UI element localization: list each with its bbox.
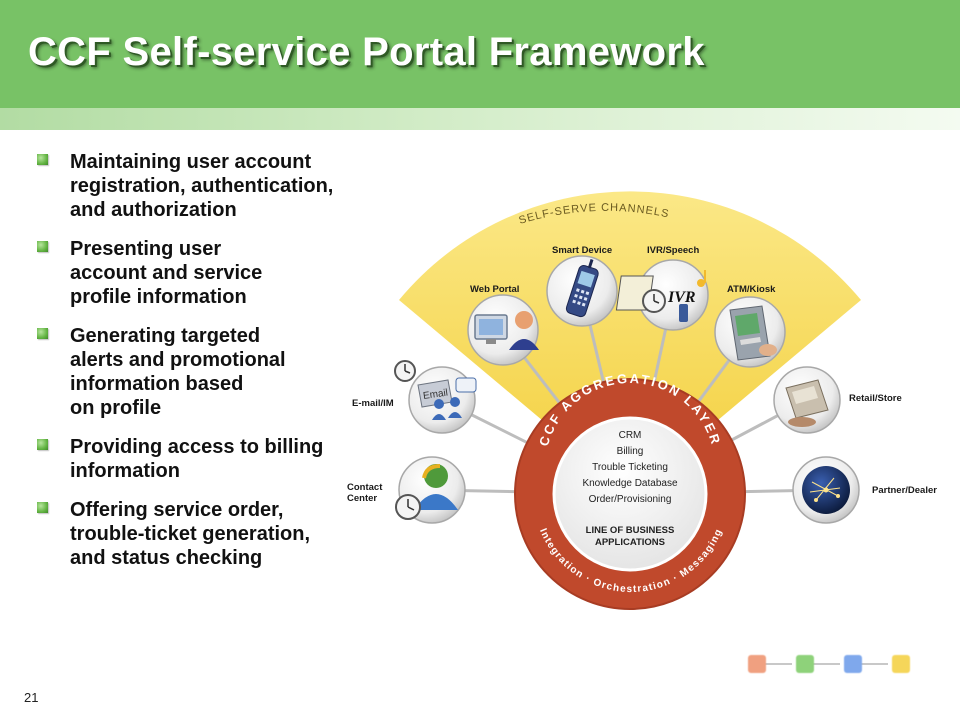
agent-body-icon bbox=[414, 494, 458, 510]
bullet-square-icon bbox=[37, 241, 48, 252]
ivr-icon-text: IVR bbox=[667, 289, 696, 306]
core-footer-line2: APPLICATIONS bbox=[595, 537, 665, 548]
core-item: Knowledge Database bbox=[582, 478, 678, 489]
node-contact-center bbox=[395, 456, 466, 524]
core-disc bbox=[552, 416, 708, 572]
label-smart-device: Smart Device bbox=[552, 245, 612, 256]
slide-title: CCF Self-service Portal Framework bbox=[28, 30, 705, 74]
node-atm-kiosk bbox=[714, 296, 786, 368]
bullet-text: Maintaining user account registration, a… bbox=[70, 151, 334, 221]
channels-fan bbox=[399, 191, 861, 494]
page-number: 21 bbox=[24, 690, 39, 705]
bullet-square-icon bbox=[37, 502, 48, 513]
header-band bbox=[0, 0, 960, 108]
bullet-list: Maintaining user account registration, a… bbox=[34, 150, 404, 585]
node-ivr-speech: IVR bbox=[615, 259, 709, 331]
bullet-text: Providing access to billing information bbox=[70, 436, 324, 482]
bullet-item: Presenting user account and service prof… bbox=[34, 237, 404, 309]
nav-dot bbox=[844, 655, 862, 673]
node-web-portal bbox=[467, 294, 539, 366]
bullet-square-icon bbox=[37, 328, 48, 339]
bullet-square-icon bbox=[37, 439, 48, 450]
nav-connector bbox=[812, 663, 840, 665]
email-icon-text: Email bbox=[422, 388, 448, 402]
bullet-text: Presenting user account and service prof… bbox=[70, 238, 263, 308]
chat-bubble-icon bbox=[455, 377, 477, 393]
bullet-item: Providing access to billing information bbox=[34, 435, 404, 483]
im-user-icon bbox=[432, 414, 446, 420]
node-retail-store bbox=[773, 366, 841, 434]
slide-nav-decoration bbox=[746, 652, 916, 676]
headset-icon bbox=[422, 464, 441, 479]
core-footer-line1: LINE OF BUSINESS bbox=[586, 525, 675, 536]
user-head-icon bbox=[515, 311, 533, 329]
nav-dot bbox=[748, 655, 766, 673]
label-ivr-speech: IVR/Speech bbox=[647, 245, 699, 256]
core-item: Billing bbox=[617, 446, 644, 457]
core-item: Order/Provisioning bbox=[589, 494, 672, 505]
node-email-im: Email bbox=[394, 360, 477, 434]
label-contact-center-line1: Contact bbox=[347, 482, 383, 493]
label-partner-dealer: Partner/Dealer bbox=[872, 485, 937, 496]
user-body-icon bbox=[509, 339, 539, 350]
node-partner-dealer bbox=[792, 456, 860, 524]
bullet-text: Offering service order, trouble-ticket g… bbox=[70, 499, 311, 569]
header-fade-strip bbox=[0, 108, 960, 130]
nav-connector bbox=[764, 663, 792, 665]
bullet-item: Maintaining user account registration, a… bbox=[34, 150, 404, 222]
bullet-item: Offering service order, trouble-ticket g… bbox=[34, 498, 404, 570]
label-retail-store: Retail/Store bbox=[849, 393, 902, 404]
label-email-im: E-mail/IM bbox=[352, 398, 394, 409]
bullet-text: Generating targeted alerts and promotion… bbox=[70, 325, 286, 419]
phone-icon bbox=[565, 259, 599, 318]
nav-connector bbox=[860, 663, 888, 665]
label-atm-kiosk: ATM/Kiosk bbox=[727, 284, 776, 295]
nav-dot bbox=[796, 655, 814, 673]
bullet-square-icon bbox=[37, 154, 48, 165]
bullet-item: Generating targeted alerts and promotion… bbox=[34, 324, 404, 420]
core-item: CRM bbox=[619, 430, 642, 441]
node-smart-device bbox=[546, 255, 618, 327]
hand-icon bbox=[759, 344, 777, 356]
label-web-portal: Web Portal bbox=[470, 284, 519, 295]
nav-dot bbox=[892, 655, 910, 673]
music-note-icon bbox=[697, 279, 705, 287]
label-contact-center-line2: Center bbox=[347, 493, 377, 504]
core-item: Trouble Ticketing bbox=[592, 462, 668, 473]
